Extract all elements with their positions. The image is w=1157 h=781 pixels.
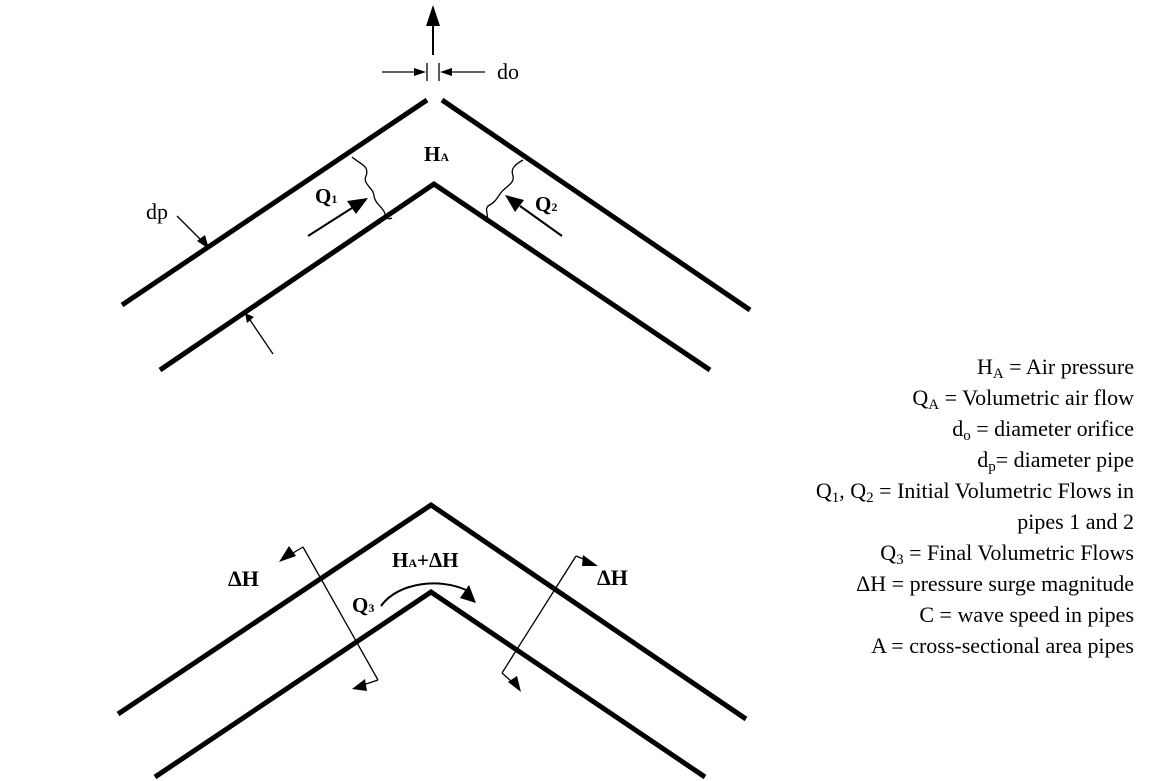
- legend-pipe-diameter: dp= diameter pipe: [977, 447, 1134, 475]
- legend-wave-speed: C = wave speed in pipes: [919, 602, 1134, 627]
- water-front-left: [351, 156, 393, 220]
- flow3-label: Q3: [352, 593, 374, 617]
- surge-front-left: [279, 546, 379, 691]
- top-pressure-label: HA: [424, 142, 449, 166]
- legend: HA = Air pressure QA = Volumetric air fl…: [614, 351, 1134, 661]
- pipe-diameter-pointer-inner: [245, 313, 274, 355]
- legend-initial-flows-cont: pipes 1 and 2: [1017, 509, 1134, 534]
- legend-cross-section: A = cross-sectional area pipes: [871, 633, 1134, 658]
- bottom-inner-wall: [153, 588, 707, 780]
- air-outflow-arrow: [426, 5, 440, 55]
- pipe-diameter-pointer-outer: [176, 215, 209, 249]
- surge-left-label: ΔH: [228, 566, 259, 591]
- surge-front-right: [501, 555, 598, 692]
- legend-air-pressure: HA = Air pressure: [976, 354, 1134, 382]
- bottom-pressure-label: HA+ΔH: [392, 548, 458, 572]
- orifice-dimension-marker: [382, 63, 485, 81]
- top-diagram: do HA Q1 Q2 dp: [120, 5, 752, 373]
- top-inner-wall: [158, 180, 712, 373]
- bottom-outer-wall: [116, 501, 748, 722]
- pipe-diameter-label: dp: [146, 199, 168, 224]
- flow1-label: Q1: [315, 184, 337, 208]
- top-outer-wall-right: [440, 97, 752, 313]
- legend-air-flow: QA = Volumetric air flow: [912, 385, 1134, 413]
- surge-right-label: ΔH: [597, 565, 628, 590]
- bottom-diagram: ΔH ΔH HA+ΔH Q3: [116, 501, 748, 780]
- water-front-right: [485, 159, 524, 223]
- top-outer-wall-left: [120, 97, 429, 308]
- flow2-label: Q2: [535, 192, 557, 216]
- legend-surge-magnitude: ΔH = pressure surge magnitude: [856, 571, 1134, 596]
- legend-initial-flows: Q1, Q2 = Initial Volumetric Flows in: [815, 478, 1134, 506]
- flow2-arrow: [505, 195, 563, 237]
- flow3-curved-arrow: [380, 582, 476, 607]
- orifice-label: do: [497, 59, 519, 84]
- legend-orifice-diameter: do = diameter orifice: [952, 416, 1134, 444]
- legend-final-flows: Q3 = Final Volumetric Flows: [880, 540, 1134, 568]
- flow1-arrow: [307, 198, 368, 237]
